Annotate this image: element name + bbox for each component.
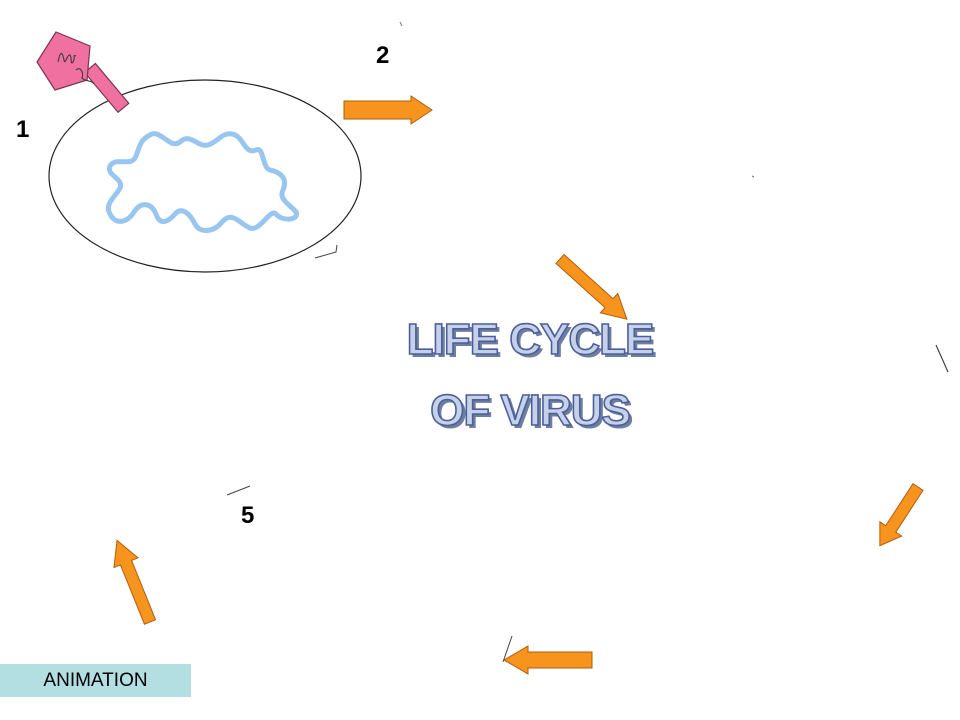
- stroke-fragment: [226, 485, 251, 496]
- dna-strand: [105, 131, 300, 233]
- stroke-fragment: [751, 175, 755, 178]
- stroke-fragment: [502, 635, 513, 663]
- step-label-2: 2: [376, 42, 390, 69]
- animation-button[interactable]: ANIMATION: [0, 664, 191, 697]
- host-cell: [48, 79, 362, 273]
- orange-arrow: [503, 645, 593, 675]
- orange-arrow: [555, 253, 628, 320]
- virus-icon: [36, 31, 91, 91]
- orange-arrow: [113, 539, 157, 625]
- virus-genome-scribble: [57, 52, 95, 85]
- virus-tail: [83, 62, 130, 114]
- stroke-fragment: [399, 21, 403, 27]
- orange-arrow: [879, 483, 924, 547]
- step-label-1: 1: [16, 116, 30, 143]
- title-line-1: LIFE CYCLE: [406, 314, 655, 365]
- stroke-fragment: [935, 344, 949, 373]
- stroke-fragment: [314, 244, 338, 259]
- orange-arrow: [343, 95, 433, 125]
- title-line-2: OF VIRUS: [429, 385, 631, 436]
- step-label-5: 5: [241, 502, 255, 529]
